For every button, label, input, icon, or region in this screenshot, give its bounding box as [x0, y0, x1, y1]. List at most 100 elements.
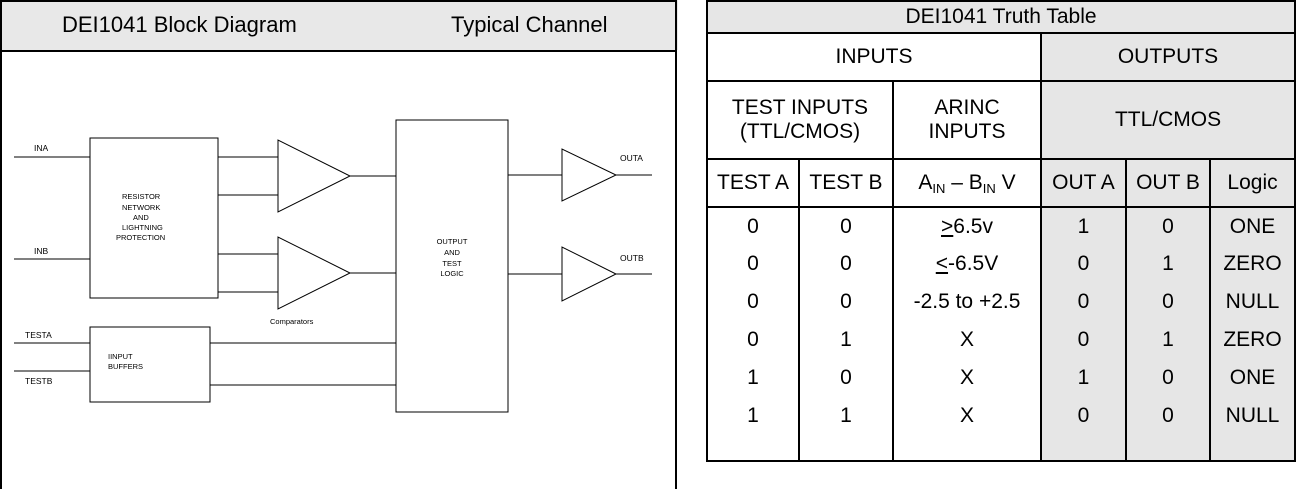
blank-cell	[1208, 435, 1297, 462]
col-out-b: OUT B	[1125, 158, 1211, 208]
input-buffers-block	[89, 326, 211, 403]
cell-test-b: 0	[798, 245, 894, 283]
inputs-group-header: INPUTS	[706, 32, 1042, 82]
truth-table: DEI1041 Truth Table INPUTS OUTPUTS TEST …	[705, 0, 1297, 462]
cell-test-b: 0	[798, 283, 894, 321]
blank-cell	[798, 435, 894, 462]
logic-label-2: AND	[444, 248, 460, 257]
comparators-label: Comparators	[270, 317, 314, 326]
cell-logic: ZERO	[1208, 321, 1297, 359]
cell-test-a: 0	[706, 321, 800, 359]
truth-table-panel: DEI1041 Truth Table INPUTS OUTPUTS TEST …	[705, 0, 1297, 489]
subgroup-header-row: TEST INPUTS (TTL/CMOS) ARINC INPUTS TTL/…	[706, 80, 1297, 160]
cell-logic: NULL	[1208, 397, 1297, 435]
block-diagram-subtitle: Typical Channel	[451, 12, 608, 37]
col-test-a: TEST A	[706, 158, 800, 208]
buffers-label-1: IINPUT	[108, 352, 133, 361]
resistor-label-1: RESISTOR	[122, 192, 161, 201]
table-row-blank	[706, 435, 1297, 462]
cell-out-b: 1	[1125, 321, 1211, 359]
buffers-label-2: BUFFERS	[108, 362, 143, 371]
cell-arinc-symbol: <	[935, 252, 949, 275]
cell-out-b: 0	[1125, 359, 1211, 397]
blank-cell	[892, 435, 1042, 462]
col-out-a: OUT A	[1040, 158, 1127, 208]
cell-arinc: X	[892, 321, 1042, 359]
cell-logic: ONE	[1208, 207, 1297, 245]
block-diagram: INA INB TESTA TESTB OUTA OUTB RESISTOR N…	[0, 0, 677, 489]
resistor-label-3: AND	[133, 213, 149, 222]
cell-test-b: 0	[798, 207, 894, 245]
cell-out-a: 0	[1040, 321, 1127, 359]
resistor-label-5: PROTECTION	[116, 233, 165, 242]
cell-arinc: -2.5 to +2.5	[892, 283, 1042, 321]
pin-ina-label: INA	[34, 143, 49, 153]
cell-logic: ONE	[1208, 359, 1297, 397]
cell-test-b: 0	[798, 359, 894, 397]
cell-out-b: 0	[1125, 207, 1211, 245]
test-inputs-line2: (TTL/CMOS)	[739, 120, 861, 143]
col-in-sub-1: IN	[932, 181, 946, 196]
logic-label-1: OUTPUT	[437, 237, 468, 246]
pin-testa-label: TESTA	[25, 330, 52, 340]
pin-outb-label: OUTB	[620, 253, 644, 263]
blank-cell	[706, 435, 800, 462]
col-test-b: TEST B	[798, 158, 894, 208]
cell-arinc: >6.5v	[892, 207, 1042, 245]
col-logic: Logic	[1208, 158, 1297, 208]
logic-label-3: TEST	[442, 259, 462, 268]
driver-a	[561, 148, 618, 202]
cell-arinc-value: -6.5V	[948, 252, 999, 275]
cell-out-a: 1	[1040, 207, 1127, 245]
logic-label-4: LOGIC	[440, 269, 464, 278]
cell-out-a: 1	[1040, 359, 1127, 397]
cell-out-a: 0	[1040, 245, 1127, 283]
truth-table-title: DEI1041 Truth Table	[705, 0, 1297, 34]
pin-inb-label: INB	[34, 246, 49, 256]
block-diagram-panel: DEI1041 Block Diagram Typical Channel	[0, 0, 678, 489]
test-inputs-header: TEST INPUTS (TTL/CMOS)	[706, 80, 894, 160]
cell-out-b: 0	[1125, 397, 1211, 435]
cell-arinc-value: X	[959, 404, 974, 427]
comparator-a	[277, 139, 352, 213]
cell-arinc-value: X	[959, 328, 974, 351]
col-v-unit: V	[995, 171, 1016, 194]
blank-cell	[1125, 435, 1211, 462]
cell-test-a: 1	[706, 397, 800, 435]
block-diagram-title: DEI1041 Block Diagram	[62, 12, 297, 37]
col-in-sub-2: IN	[982, 181, 996, 196]
comparator-b	[277, 236, 352, 310]
cell-test-a: 0	[706, 283, 800, 321]
pin-outa-label: OUTA	[620, 153, 643, 163]
col-a-letter: A	[918, 171, 933, 194]
table-title-row: DEI1041 Truth Table	[705, 0, 1297, 34]
test-inputs-line1: TEST INPUTS	[731, 96, 869, 119]
cell-arinc: X	[892, 397, 1042, 435]
cell-arinc-value: -2.5 to +2.5	[913, 290, 1021, 313]
arinc-line1: ARINC	[934, 96, 1000, 119]
resistor-label-4: LIGHTNING	[122, 223, 163, 232]
cell-logic: NULL	[1208, 283, 1297, 321]
logic-block	[395, 119, 509, 413]
cell-test-a: 0	[706, 207, 800, 245]
cell-arinc-value: 6.5v	[953, 214, 993, 238]
col-dash-b: – B	[945, 171, 983, 194]
cell-out-b: 1	[1125, 245, 1211, 283]
cell-arinc: <-6.5V	[892, 245, 1042, 283]
cell-test-b: 1	[798, 397, 894, 435]
cell-test-b: 1	[798, 321, 894, 359]
cell-out-a: 0	[1040, 397, 1127, 435]
cell-out-a: 0	[1040, 283, 1127, 321]
col-arinc-diff: AIN – BIN V	[892, 158, 1042, 208]
arinc-line2: INPUTS	[928, 120, 1006, 143]
cell-arinc-symbol: >	[941, 214, 954, 238]
group-header-row: INPUTS OUTPUTS	[706, 32, 1297, 82]
cell-arinc-value: X	[959, 366, 974, 389]
